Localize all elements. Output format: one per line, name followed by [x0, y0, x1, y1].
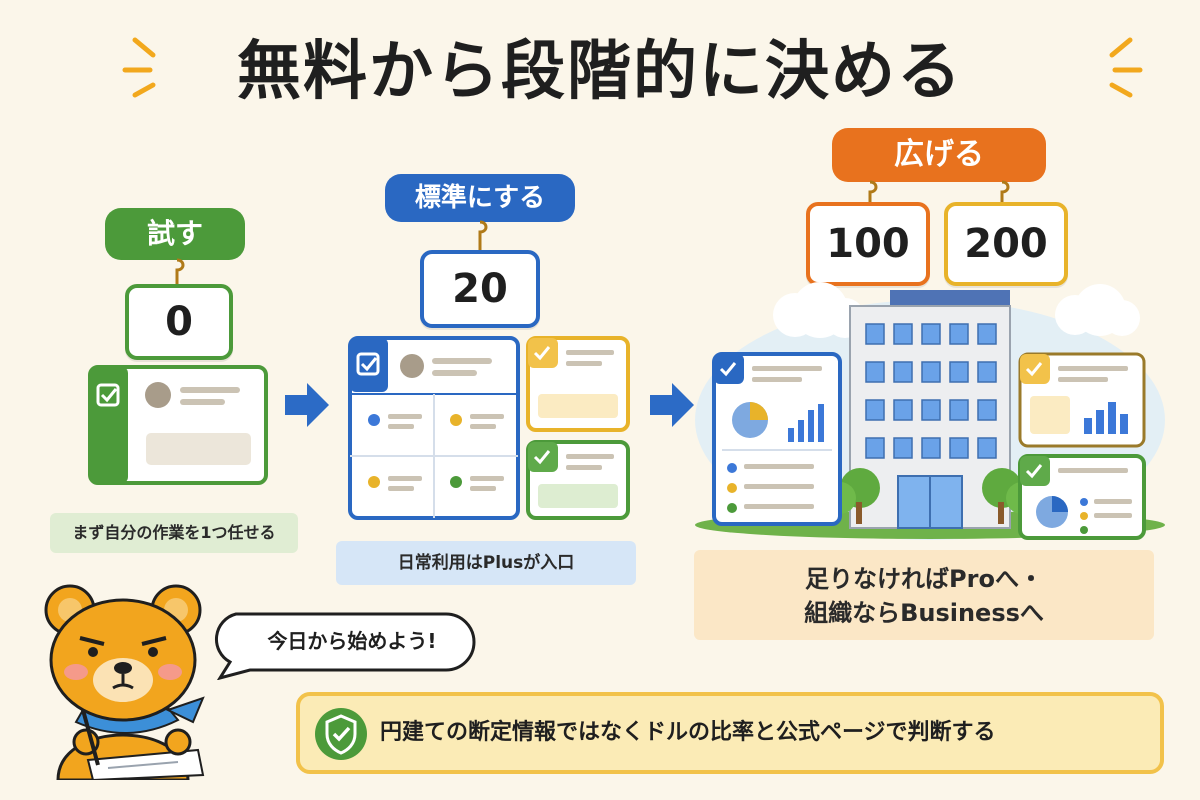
stage-expand-report-card [712, 352, 842, 526]
footer-note-box: 円建ての断定情報ではなくドルの比率と公式ページで判断する [296, 692, 1164, 774]
arrow-right-icon [285, 383, 329, 427]
stage-expand-value-pro: 100 [806, 202, 930, 286]
sparkle-right-icon [1109, 37, 1143, 98]
stage-try-caption: まず自分の作業を1つ任せる [50, 513, 298, 553]
stage-expand-pie-card [1018, 454, 1146, 540]
stage-standard-value: 20 [420, 250, 540, 328]
speech-bubble-shape [214, 612, 476, 680]
speech-bubble-text: 今日から始めよう! [267, 629, 437, 653]
stage-standard-label: 標準にする [385, 174, 575, 222]
stage-expand-bar-card [1018, 352, 1146, 448]
stage-expand-value-business: 200 [944, 202, 1068, 286]
stage-expand-caption-line1: 足りなければProへ・ [805, 565, 1043, 593]
stage-expand-caption: 足りなければProへ・ 組織ならBusinessへ [694, 550, 1154, 640]
stage-try-value: 0 [125, 284, 233, 360]
stage-standard-card-green [526, 440, 630, 520]
stage-expand-label: 広げる [832, 128, 1046, 182]
stage-standard-caption: 日常利用はPlusが入口 [336, 541, 636, 585]
stage-expand-caption-line2: 組織ならBusinessへ [804, 599, 1044, 627]
hook-icon [1000, 180, 1010, 206]
hook-icon [175, 258, 185, 286]
footer-note-text: 円建ての断定情報ではなくドルの比率と公式ページで判断する [380, 720, 996, 745]
hook-icon [478, 220, 488, 252]
stage-standard-card-yellow [526, 336, 630, 432]
bear-mascot-illustration [44, 584, 205, 780]
stage-try-card-illustration [88, 365, 268, 485]
stage-try-label: 試す [105, 208, 245, 260]
shield-check-icon [315, 708, 367, 760]
hook-icon [868, 180, 878, 206]
arrow-right-icon [650, 383, 694, 427]
sparkle-left-icon [122, 37, 156, 98]
page-title: 無料から段階的に決める [237, 35, 963, 109]
stage-standard-dashboard-illustration [348, 336, 520, 520]
